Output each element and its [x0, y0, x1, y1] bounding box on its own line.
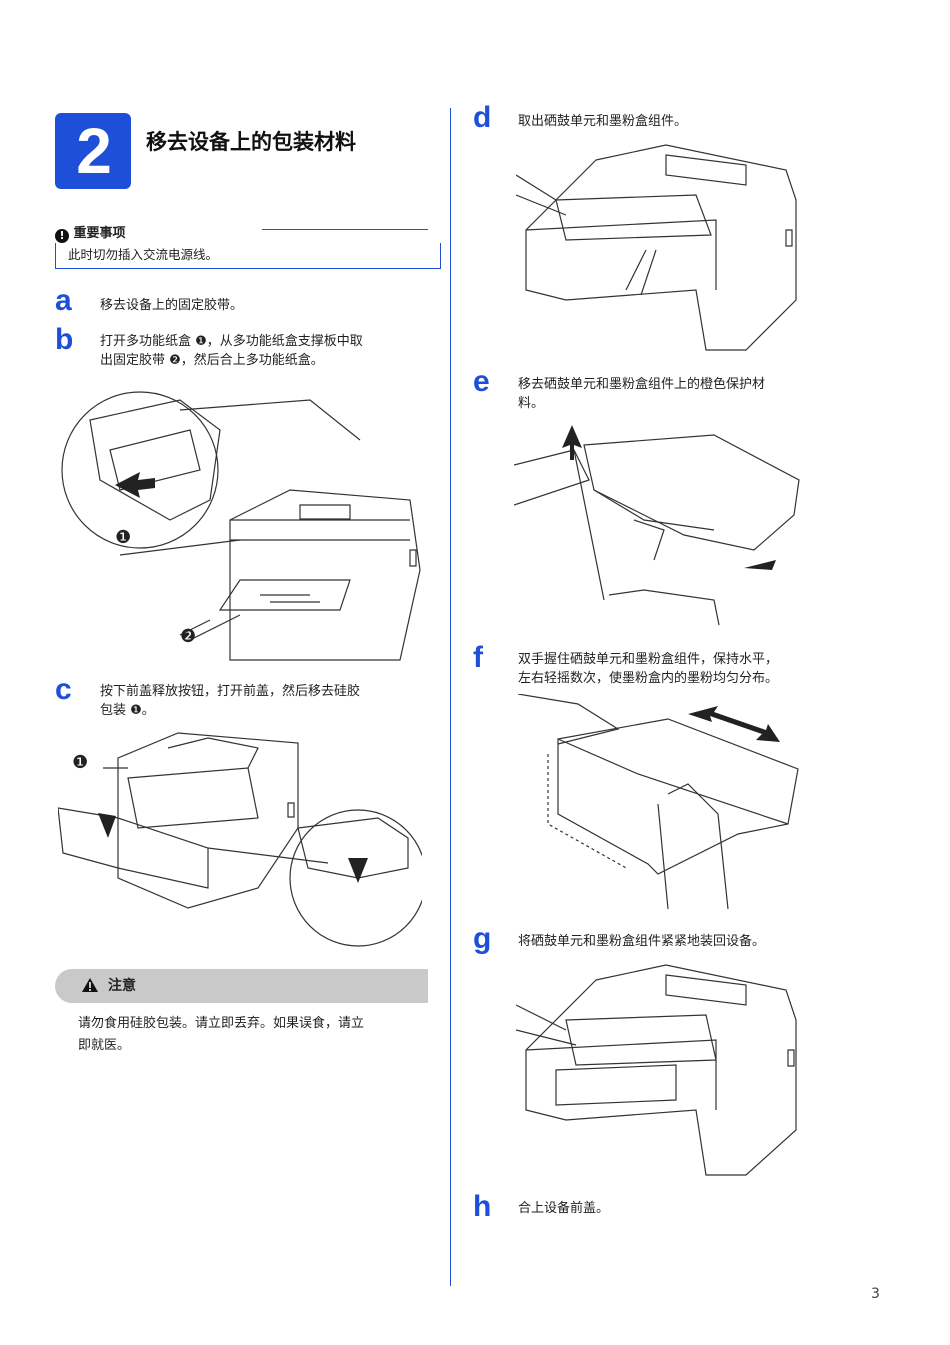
caution-line1: 请勿食用硅胶包装。请立即丢弃。如果误食，请立: [78, 1016, 365, 1031]
section-title: 移去设备上的包装材料: [146, 130, 356, 154]
arrow-icon: [744, 560, 776, 570]
step-f-line1: 双手握住硒鼓单元和墨粉盒组件，保持水平，: [518, 652, 779, 667]
drum-unit: [566, 1015, 716, 1065]
hand: [514, 450, 589, 505]
step-c-line2: 包装 ❶。: [100, 703, 155, 718]
remove-orange-protector-illustration: [514, 425, 804, 630]
callout-1-b: ❶: [115, 527, 132, 548]
arrow-icon: [115, 472, 155, 498]
step-e-text: 移去硒鼓单元和墨粉盒组件上的橙色保护材 料。: [518, 375, 765, 413]
hand: [518, 694, 618, 744]
caution-label: 注意: [108, 978, 136, 994]
drum-unit: [558, 719, 798, 874]
step-d-letter: d: [473, 101, 492, 134]
step-a-text: 移去设备上的固定胶带。: [100, 298, 244, 313]
drum-unit: [584, 435, 799, 550]
printer-front-cover-illustration: [58, 728, 422, 948]
caution-text: 请勿食用硅胶包装。请立即丢弃。如果误食，请立 即就医。: [78, 1013, 430, 1057]
step-e-line2: 料。: [518, 396, 545, 411]
arrow-up-icon: [562, 425, 582, 460]
important-text: 此时切勿插入交流电源线。: [68, 247, 219, 262]
remove-drum-illustration: [516, 140, 802, 356]
step-h-letter: h: [473, 1190, 492, 1223]
step-g-text: 将硒鼓单元和墨粉盒组件紧紧地装回设备。: [518, 934, 766, 949]
drum-unit: [556, 195, 711, 240]
printer-mp-tray-illustration: [60, 380, 428, 665]
step-f-letter: f: [473, 641, 483, 674]
important-label: 重要事项: [73, 226, 126, 241]
printer-body: [118, 733, 298, 908]
important-heading: ! 重要事项: [55, 222, 126, 243]
step-a-letter: a: [55, 284, 72, 317]
printer-body: [526, 145, 796, 350]
step-f-line2: 左右轻摇数次，使墨粉盒内的墨粉均匀分布。: [518, 671, 779, 686]
shake-drum-illustration: [518, 694, 802, 912]
step-g-letter: g: [473, 922, 492, 955]
step-b-text: 打开多功能纸盒 ❶，从多功能纸盒支撑板中取 出固定胶带 ❷，然后合上多功能纸盒。: [100, 332, 363, 370]
arrow-icon: [348, 858, 368, 883]
column-divider: [450, 108, 451, 1286]
section-number: 2: [55, 113, 131, 189]
double-arrow-icon: [688, 706, 780, 742]
step-e-letter: e: [473, 365, 490, 398]
step-b-letter: b: [55, 323, 74, 356]
step-h-text: 合上设备前盖。: [518, 1201, 610, 1216]
step-c-text: 按下前盖释放按钮，打开前盖，然后移去硅胶 包装 ❶。: [100, 682, 360, 720]
front-cover: [58, 808, 208, 888]
exclamation-icon: !: [55, 229, 69, 243]
step-c-letter: c: [55, 673, 72, 706]
step-f-text: 双手握住硒鼓单元和墨粉盒组件，保持水平， 左右轻摇数次，使墨粉盒内的墨粉均匀分布…: [518, 650, 778, 688]
caution-bar: 注意: [55, 969, 428, 1003]
page-number: 3: [871, 1286, 880, 1302]
step-b-line2: 出固定胶带 ❷，然后合上多功能纸盒。: [100, 353, 324, 368]
zoom-circle: [290, 810, 422, 946]
printer-body: [526, 965, 796, 1175]
important-box: 此时切勿插入交流电源线。: [55, 243, 441, 269]
callout-2-b: ❷: [180, 626, 197, 647]
caution-line2: 即就医。: [78, 1038, 131, 1053]
step-c-line1: 按下前盖释放按钮，打开前盖，然后移去硅胶: [100, 684, 361, 699]
important-rule: [262, 229, 428, 230]
zoom-circle: [62, 392, 218, 548]
step-d-text: 取出硒鼓单元和墨粉盒组件。: [518, 114, 688, 129]
install-drum-illustration: [516, 960, 802, 1180]
printer-body: [230, 490, 420, 660]
callout-1-c: ❶: [72, 752, 89, 773]
mp-tray: [220, 580, 350, 610]
hand: [658, 784, 728, 909]
step-e-line1: 移去硒鼓单元和墨粉盒组件上的橙色保护材: [518, 377, 766, 392]
step-b-line1: 打开多功能纸盒 ❶，从多功能纸盒支撑板中取: [100, 334, 363, 349]
arrow-icon: [98, 813, 116, 838]
warning-icon: [82, 978, 98, 992]
